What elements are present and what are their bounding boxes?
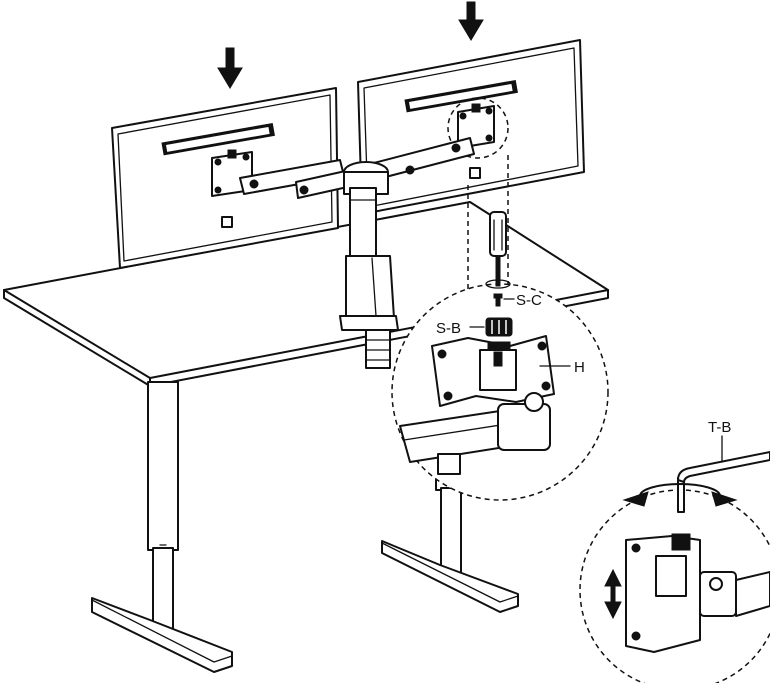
desk-clamp bbox=[339, 315, 399, 369]
monitor-right bbox=[357, 1, 585, 215]
screwdriver-icon bbox=[485, 211, 511, 289]
label-s-b: S-B bbox=[436, 320, 461, 337]
vertical-adjust-arrow-icon bbox=[604, 568, 622, 620]
label-s-c: S-C bbox=[516, 292, 542, 309]
mount-pole bbox=[345, 187, 395, 319]
detail-circle-large: S-C S-B H bbox=[391, 211, 609, 501]
arm-detail bbox=[399, 392, 551, 475]
arm-adjust bbox=[699, 571, 770, 617]
monitor-left-vents bbox=[161, 122, 275, 156]
mount-arms bbox=[239, 137, 475, 199]
detail-circle-small bbox=[447, 97, 509, 159]
desk bbox=[3, 201, 609, 673]
detail-circle-adjust: T-B bbox=[579, 419, 770, 683]
arrow-down-right-icon bbox=[458, 1, 484, 41]
monitor-left bbox=[111, 47, 339, 269]
vesa-plate-detail bbox=[431, 335, 555, 407]
rotate-arrow-icon bbox=[622, 483, 738, 507]
label-h: H bbox=[574, 359, 585, 376]
vesa-plate-adjust bbox=[625, 533, 701, 653]
allen-key-icon bbox=[677, 451, 770, 513]
desk-leg-front bbox=[91, 381, 233, 673]
label-t-b: T-B bbox=[708, 419, 731, 436]
arrow-down-left-icon bbox=[217, 47, 243, 89]
knob-s-b-icon bbox=[485, 317, 513, 337]
screw-s-c-icon bbox=[493, 293, 503, 307]
monitor-right-vents bbox=[404, 79, 518, 113]
vesa-plate-right bbox=[457, 103, 495, 149]
